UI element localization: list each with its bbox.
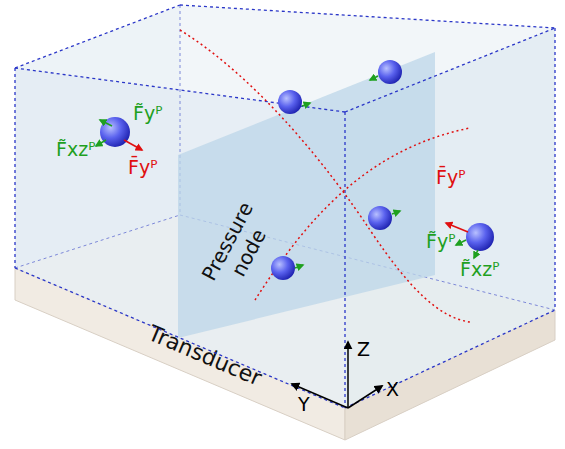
particle [271,256,295,280]
force-arrow [456,240,466,245]
axis-arrow [348,386,382,408]
force-arrow [295,265,303,268]
box-edge [180,5,555,28]
force-arrow [100,120,112,126]
pressure-curve [255,128,470,300]
force-label: F̃xzᴾ [56,140,95,159]
force-label: F̃yᴾ [426,232,455,251]
pressure-curve [180,30,470,322]
axis-label: Y [298,395,310,414]
box-edge [15,5,555,408]
particle [368,206,392,230]
box-edge [344,112,345,408]
force-arrow [392,211,400,214]
box-edge [554,28,555,310]
force-label: F̄yᴾ [436,168,465,187]
particle [466,223,494,251]
plane-shape [178,52,435,338]
axis-label: X [386,380,399,399]
box-edge [14,68,15,268]
force-arrow [446,223,468,232]
box-edge [15,5,180,68]
force-arrow [96,140,106,146]
particle [278,90,302,114]
force-label: F̄yᴾ [128,158,157,177]
force-arrow [302,103,310,106]
plane-fill [178,52,435,338]
force-arrow [370,76,378,80]
box-edge [15,68,345,112]
force-arrow [474,250,478,258]
particle [100,117,130,147]
box-edge [15,268,345,408]
force-label: F̃xzᴾ [460,260,499,279]
axis-arrow [347,342,349,408]
box-edge [345,310,555,408]
pressure-node-plane: Pressure node [178,52,435,338]
particle [378,60,402,84]
force-label: F̃yᴾ [133,104,162,123]
axis-label: Z [357,340,370,359]
force-arrow [124,140,142,150]
box-edge [345,28,555,112]
